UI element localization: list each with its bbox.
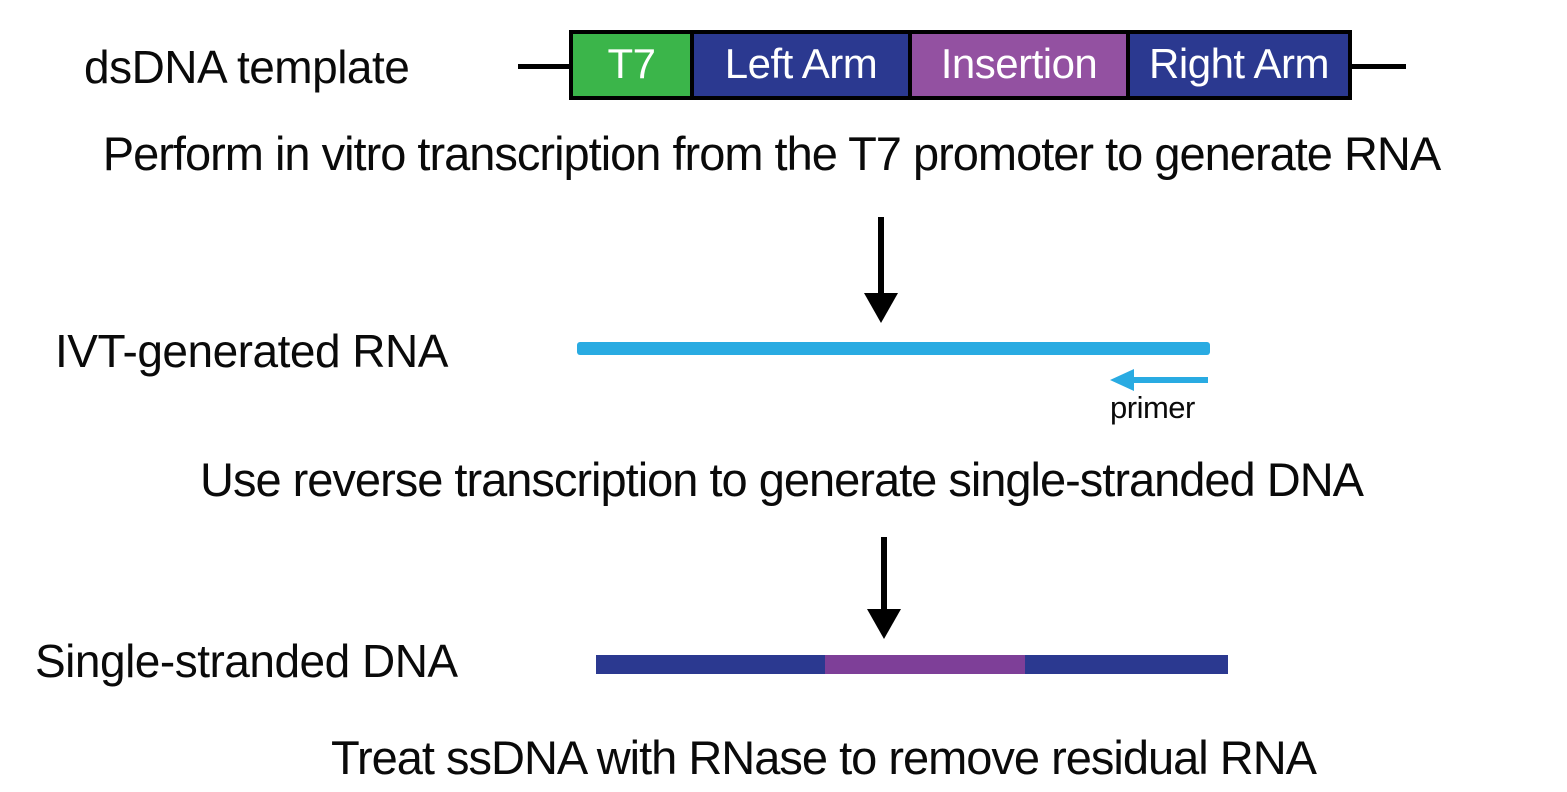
ssdna-right-arm-segment (1025, 655, 1228, 674)
step2-instruction: Use reverse transcription to generate si… (200, 453, 1364, 506)
down-arrow-icon (878, 217, 884, 295)
ssdna-insertion-segment (825, 655, 1025, 674)
rna-strand (577, 342, 1210, 355)
down-arrowhead-icon (867, 609, 901, 639)
step3-instruction: Treat ssDNA with RNase to remove residua… (331, 731, 1317, 784)
segment-insertion: Insertion (908, 34, 1126, 96)
primer-left-arrowhead-icon (1110, 369, 1134, 391)
segment-t7-promoter: T7 (573, 34, 690, 96)
ssdna-strand (596, 655, 1228, 674)
ssdna-left-arm-segment (596, 655, 825, 674)
dsdna-construct: T7 Left Arm Insertion Right Arm (569, 30, 1352, 100)
construct-lead-line-right (1352, 64, 1406, 69)
primer-arrow-shaft (1132, 377, 1208, 383)
ssdna-label: Single-stranded DNA (35, 635, 458, 687)
step1-instruction: Perform in vitro transcription from the … (102, 127, 1441, 180)
segment-right-arm: Right Arm (1126, 34, 1348, 96)
ivt-rna-label: IVT-generated RNA (55, 325, 448, 377)
down-arrow-icon (881, 537, 887, 611)
segment-left-arm: Left Arm (690, 34, 908, 96)
primer-label: primer (1110, 390, 1195, 425)
construct-lead-line-left (518, 64, 572, 69)
down-arrowhead-icon (864, 293, 898, 323)
dsdna-template-label: dsDNA template (84, 41, 410, 93)
